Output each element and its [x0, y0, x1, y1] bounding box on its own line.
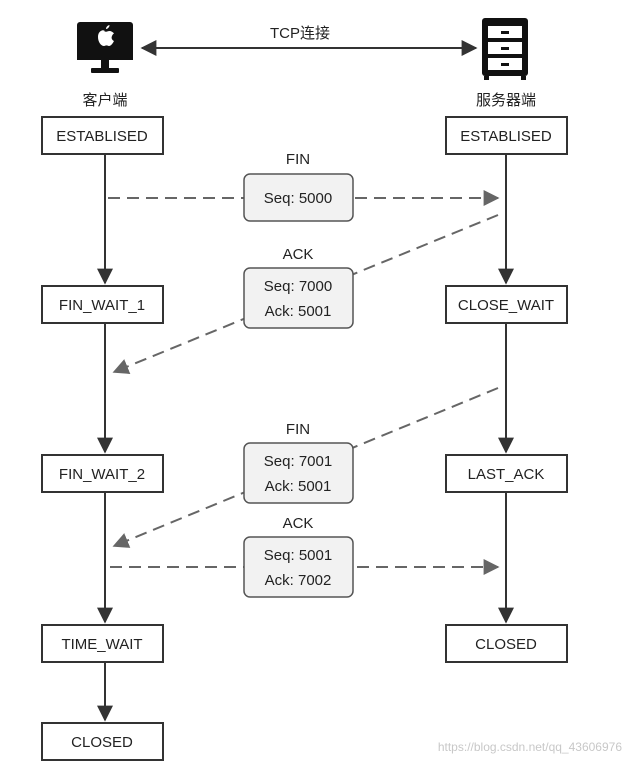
watermark: https://blog.csdn.net/qq_43606976: [438, 740, 622, 754]
message-line: Seq: 7001: [264, 453, 332, 470]
server-state-label: ESTABLISED: [460, 128, 552, 145]
message-title: FIN: [286, 151, 310, 168]
client-state-label: CLOSED: [71, 734, 133, 751]
client-state-label: TIME_WAIT: [61, 636, 142, 653]
message-title: ACK: [283, 246, 314, 263]
server-state-1: CLOSE_WAIT: [445, 285, 568, 324]
message-line: Seq: 7000: [264, 278, 332, 295]
server-state-3: CLOSED: [445, 624, 568, 663]
message-fin-1: FIN Seq: 5000: [243, 151, 354, 222]
tcp-connection-label: TCP连接: [270, 25, 330, 42]
message-line: Seq: 5000: [264, 190, 332, 207]
message-title: ACK: [283, 515, 314, 532]
server-state-label: CLOSE_WAIT: [458, 297, 554, 314]
message-line: Seq: 5001: [264, 547, 332, 564]
server-state-label: CLOSED: [475, 636, 537, 653]
server-cabinet-icon: [482, 18, 528, 80]
client-state-0: ESTABLISED: [41, 116, 164, 155]
message-ack-1: ACK Seq: 7000 Ack: 5001: [243, 246, 354, 329]
message-title: FIN: [286, 421, 310, 438]
computer-icon: [77, 22, 133, 73]
server-label: 服务器端: [476, 91, 536, 109]
message-line: Ack: 5001: [265, 303, 332, 320]
message-line: Ack: 5001: [265, 478, 332, 495]
client-state-label: ESTABLISED: [56, 128, 148, 145]
server-state-2: LAST_ACK: [445, 454, 568, 493]
client-state-4: CLOSED: [41, 722, 164, 761]
client-state-3: TIME_WAIT: [41, 624, 164, 663]
message-line: Ack: 7002: [265, 572, 332, 589]
ack-1-arrow: [112, 214, 499, 374]
client-label: 客户端: [82, 91, 127, 109]
client-state-label: FIN_WAIT_1: [59, 297, 145, 314]
client-state-2: FIN_WAIT_2: [41, 454, 164, 493]
message-fin-2: FIN Seq: 7001 Ack: 5001: [243, 421, 354, 504]
message-ack-2: ACK Seq: 5001 Ack: 7002: [243, 515, 354, 598]
client-state-1: FIN_WAIT_1: [41, 285, 164, 324]
fin-2-arrow: [112, 387, 499, 548]
server-state-label: LAST_ACK: [468, 466, 545, 483]
server-state-0: ESTABLISED: [445, 116, 568, 155]
client-state-label: FIN_WAIT_2: [59, 466, 145, 483]
